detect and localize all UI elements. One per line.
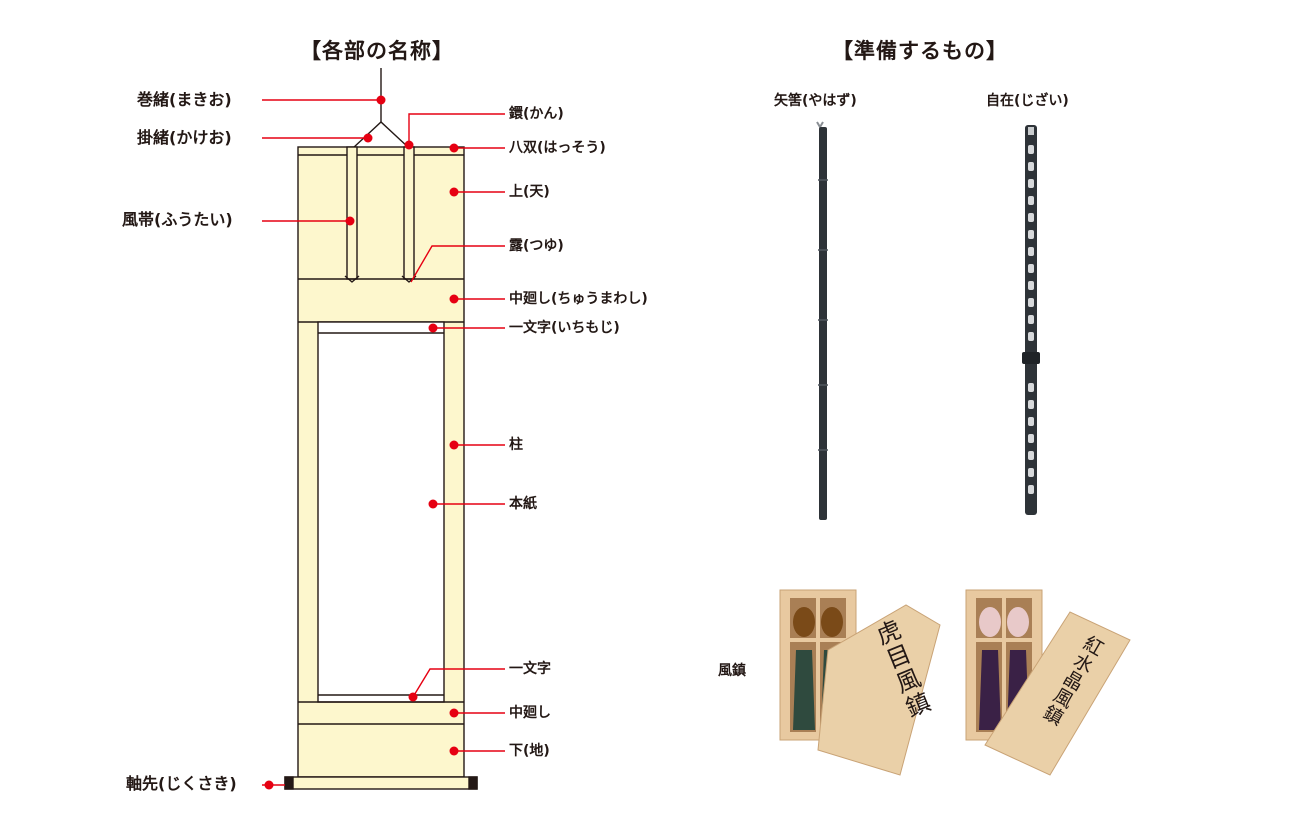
futai-left xyxy=(346,146,358,280)
label-hashira: 柱 xyxy=(509,437,523,453)
label-yahazu: 矢筈(やはず) xyxy=(774,93,857,109)
jikusaki-left xyxy=(284,776,294,790)
label-jikusaki: 軸先(じくさき) xyxy=(126,774,237,793)
label-ichimonji-bottom: 一文字 xyxy=(509,661,551,677)
label-honshi: 本紙 xyxy=(509,496,537,512)
label-kan: 鐶(かん) xyxy=(509,106,564,122)
fuchin-box-tigereye xyxy=(779,589,941,776)
jizai-slot xyxy=(1028,383,1034,392)
jizai-slot xyxy=(1028,247,1034,256)
fuchin-box-rosequartz xyxy=(965,589,1131,776)
label-chumawashi-bottom: 中廻し xyxy=(509,705,551,721)
jizai-slot xyxy=(1028,179,1034,188)
jizai-slot xyxy=(1028,162,1034,171)
label-kakeo: 掛緒(かけお) xyxy=(137,128,232,147)
label-shita: 下(地) xyxy=(509,743,550,759)
label-ichimonji-top: 一文字(いちもじ) xyxy=(509,320,620,336)
jizai-slot xyxy=(1028,485,1034,494)
jizai-slot xyxy=(1028,417,1034,426)
futai-right xyxy=(403,146,415,280)
jizai-slot xyxy=(1028,451,1034,460)
jizai-slot xyxy=(1028,145,1034,154)
jikusaki-right xyxy=(468,776,478,790)
label-tsuyu: 露(つゆ) xyxy=(509,238,564,254)
jizai-illustration xyxy=(1022,125,1040,515)
label-hassou: 八双(はっそう) xyxy=(509,140,606,156)
jizai-slot xyxy=(1028,434,1034,443)
parts-names-title: 【各部の名称】 xyxy=(300,39,454,63)
jizai-slot xyxy=(1028,400,1034,409)
label-makio: 巻緒(まきお) xyxy=(137,90,232,109)
jizai-slot xyxy=(1028,213,1034,222)
kakeo-string xyxy=(352,121,410,149)
marker-dots xyxy=(264,95,459,790)
label-futai: 風帯(ふうたい) xyxy=(122,210,233,229)
jizai-slot xyxy=(1028,281,1034,290)
yahazu-illustration xyxy=(816,121,828,520)
honshi-area xyxy=(317,321,445,703)
label-jizai: 自在(じざい) xyxy=(986,93,1069,109)
label-chumawashi-top: 中廻し(ちゅうまわし) xyxy=(509,291,648,307)
jizai-slot xyxy=(1028,315,1034,324)
jizai-slot xyxy=(1028,230,1034,239)
label-ue: 上(天) xyxy=(509,184,550,200)
jiku-rod xyxy=(284,776,478,790)
jizai-slot xyxy=(1028,468,1034,477)
preparation-title: 【準備するもの】 xyxy=(832,39,1008,63)
jizai-slot xyxy=(1028,264,1034,273)
tsuyu-left xyxy=(344,275,360,283)
hanging-scroll xyxy=(284,68,478,790)
leader-lines xyxy=(262,99,505,786)
label-fuchin: 風鎮 xyxy=(718,663,746,679)
jizai-slot xyxy=(1028,298,1034,307)
jizai-slot xyxy=(1028,196,1034,205)
jizai-slot xyxy=(1028,332,1034,341)
